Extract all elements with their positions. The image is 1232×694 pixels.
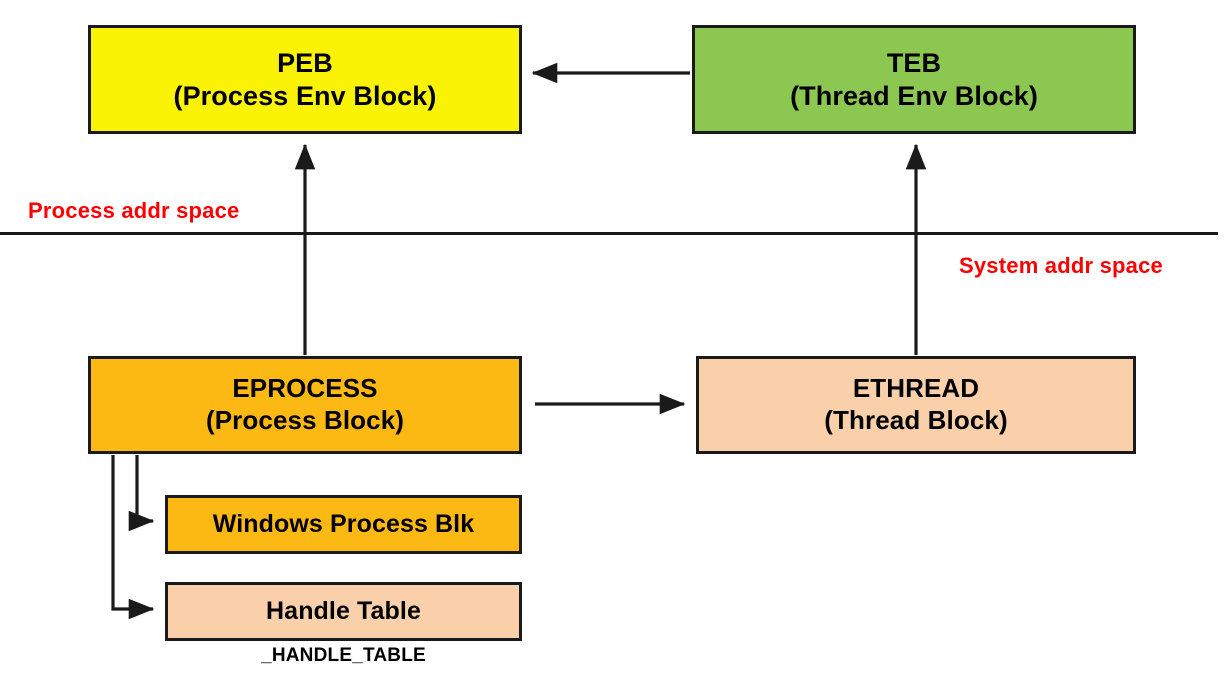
handle-table-box[interactable]: Handle Table (165, 582, 522, 641)
eprocess-title: EPROCESS (232, 373, 378, 404)
handle-table-caption: _HANDLE_TABLE (261, 645, 426, 666)
ethread-title: ETHREAD (852, 373, 980, 404)
peb-box[interactable]: PEB (Process Env Block) (88, 25, 522, 134)
arrow-eprocess-to-handle-table (111, 455, 155, 620)
teb-subtitle: (Thread Env Block) (790, 80, 1038, 111)
arrow-eprocess-to-windows-process-blk (128, 455, 155, 532)
eprocess-box[interactable]: EPROCESS (Process Block) (88, 356, 522, 454)
process-addr-space-label: Process addr space (28, 198, 240, 223)
handle-table-title: Handle Table (266, 597, 421, 626)
peb-title: PEB (277, 47, 333, 78)
teb-box[interactable]: TEB (Thread Env Block) (692, 25, 1136, 134)
teb-title: TEB (886, 47, 942, 78)
ethread-subtitle: (Thread Block) (824, 405, 1008, 435)
windows-process-blk-box[interactable]: Windows Process Blk (165, 495, 522, 554)
windows-process-blk-title: Windows Process Blk (212, 510, 475, 539)
address-space-divider (0, 232, 1218, 235)
eprocess-subtitle: (Process Block) (205, 405, 405, 435)
system-addr-space-label: System addr space (959, 253, 1163, 278)
peb-subtitle: (Process Env Block) (173, 80, 437, 111)
ethread-box[interactable]: ETHREAD (Thread Block) (696, 356, 1136, 454)
